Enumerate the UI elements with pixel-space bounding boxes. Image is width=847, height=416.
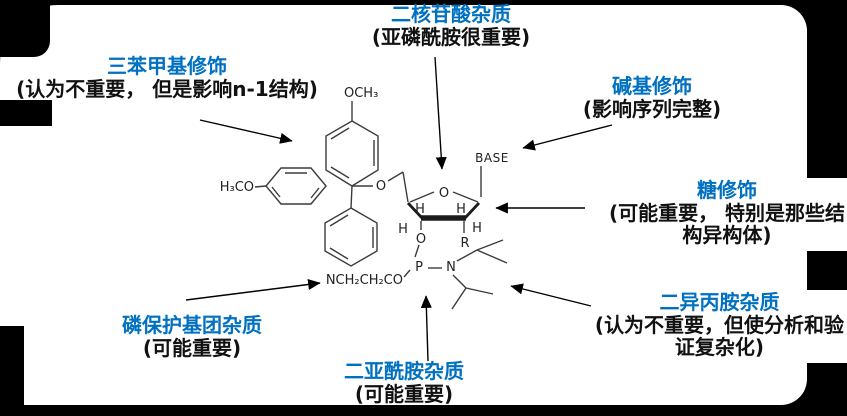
- phosphorus-label: P: [415, 260, 423, 275]
- label-dinucleotide: 二核苷酸杂质 (亚磷酰胺很重要): [316, 3, 586, 48]
- o3-oxygen-label: O: [416, 232, 426, 247]
- h-outer-left-label: H: [398, 222, 408, 237]
- label-diisopropylamine-title: 二异丙胺杂质: [659, 290, 780, 314]
- label-trityl-title: 三苯甲基修饰: [107, 54, 227, 78]
- label-sugar-mod: 糖修饰 (可能重要， 特别是那些结构异构体): [604, 178, 847, 251]
- h3co-label: H₃CO: [220, 180, 254, 195]
- phenyl-ring-bottom: [324, 207, 378, 267]
- label-diisopropylamine: 二异丙胺杂质 (认为不重要，但使分析和验证复杂化): [592, 290, 847, 363]
- arrow-diamidite: [420, 295, 432, 362]
- och3-label: OCH₃: [344, 86, 378, 101]
- label-base-mod-subtitle: (影响序列完整): [582, 96, 722, 121]
- label-dinucleotide-subtitle: (亚磷酰胺很重要): [371, 24, 531, 49]
- arrow-base-mod: [522, 124, 613, 151]
- arrow-dinucleotide: [434, 56, 447, 170]
- phosphoramidite-bonds: [403, 239, 508, 310]
- base-label: BASE: [475, 151, 509, 165]
- methoxyphenyl-ring-left: [254, 167, 327, 205]
- h-inner-right-label: H: [456, 202, 466, 217]
- label-diamidite-subtitle: (可能重要): [354, 381, 454, 406]
- label-sugar-mod-subtitle: (可能重要， 特别是那些结构异构体): [608, 200, 846, 248]
- label-sugar-mod-title: 糖修饰: [697, 178, 757, 202]
- label-base-mod: 碱基修饰 (影响序列完整): [572, 75, 732, 120]
- arrow-diisopropylamine: [510, 283, 592, 307]
- redaction-block: [0, 100, 52, 126]
- nitrogen-label: N: [446, 260, 456, 275]
- sugar-ring: [406, 166, 482, 233]
- bottom-left-strip: [0, 326, 24, 416]
- label-diamidite: 二亚酰胺杂质 (可能重要): [304, 360, 504, 405]
- trityl-linker-bonds: [350, 171, 409, 209]
- h-inner-left-label: H: [415, 202, 425, 217]
- ring-oxygen-label: O: [439, 186, 449, 201]
- cyanoethyl-label: NCH₂CH₂CO: [326, 273, 403, 288]
- label-trityl: 三苯甲基修饰 (认为不重要， 但是影响n-1结构): [0, 55, 334, 100]
- dmt-oxygen-label: O: [376, 179, 386, 194]
- label-phosphate-protect-subtitle: (可能重要): [142, 335, 242, 360]
- arrow-phosphate-protect: [185, 278, 321, 301]
- label-dinucleotide-title: 二核苷酸杂质: [391, 2, 511, 26]
- label-phosphate-protect: 磷保护基团杂质 (可能重要): [92, 314, 292, 359]
- label-trityl-subtitle: (认为不重要， 但是影响n-1结构): [16, 76, 318, 101]
- label-phosphate-protect-title: 磷保护基团杂质: [122, 313, 262, 337]
- h-outer-right-label: H: [472, 221, 482, 236]
- arrow-trityl: [199, 119, 293, 144]
- label-diamidite-title: 二亚酰胺杂质: [344, 359, 464, 383]
- corner-notch: [0, 0, 50, 57]
- label-base-mod-title: 碱基修饰: [612, 74, 692, 98]
- methoxyphenyl-ring-top: [325, 101, 379, 187]
- r-group-label: R: [460, 236, 469, 251]
- label-diisopropylamine-subtitle: (认为不重要，但使分析和验证复杂化): [594, 312, 845, 360]
